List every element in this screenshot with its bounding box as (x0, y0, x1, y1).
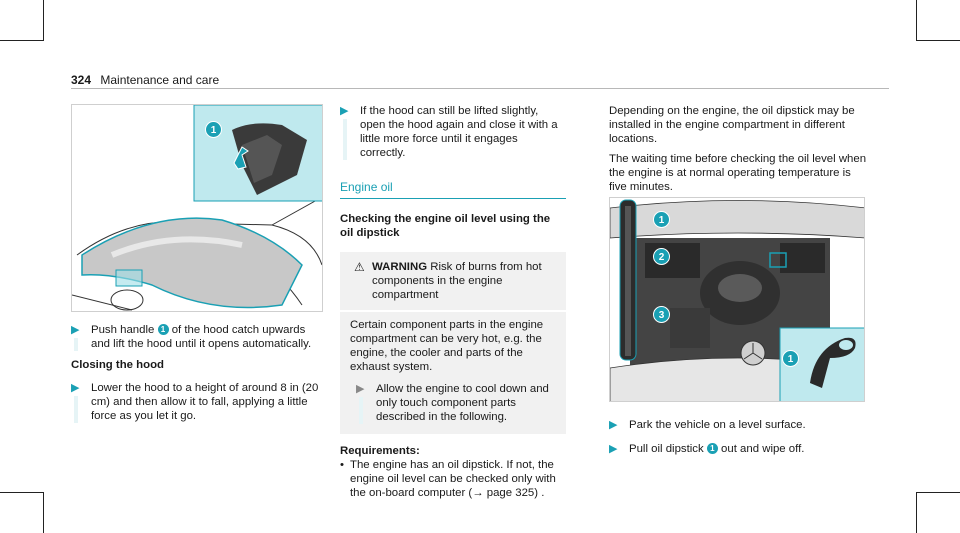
callout-marker: 1 (653, 211, 670, 228)
waiting-time-text: The waiting time before checking the oil… (609, 153, 867, 193)
left-column: ▶ Push handle 1 of the hood catch upward… (71, 323, 323, 423)
step-text: Push handle (91, 324, 155, 336)
engine-illustration: 1 2 3 1 (609, 197, 865, 402)
callout-marker: 3 (653, 306, 670, 323)
warning-label: WARNING (372, 261, 428, 273)
hood-illustration: 1 (71, 104, 323, 312)
crop-mark (916, 40, 960, 41)
step-arrow-icon: ▶ (356, 383, 365, 395)
step-arrow-icon: ▶ (71, 324, 80, 336)
bullet-dot-icon: • (340, 459, 344, 471)
step-pull-dipstick: ▶ Pull oil dipstick 1 out and wipe off. (609, 442, 869, 456)
step-text: Lower the hood to a height of around 8 i… (91, 382, 319, 422)
requirement-text: The engine has an oil dipstick. If not, … (350, 459, 556, 499)
warning-separator (340, 310, 566, 312)
closing-heading: Closing the hood (71, 359, 165, 371)
callout-icon: 1 (157, 324, 169, 335)
crop-mark (43, 492, 44, 533)
engine-oil-section: Engine oil (340, 180, 566, 199)
right-column-steps: ▶ Park the vehicle on a level surface. ▶… (609, 418, 869, 456)
warning-body: Certain component parts in the engine co… (350, 319, 544, 373)
middle-column: ▶ If the hood can still be lifted slight… (340, 104, 566, 500)
step-text: If the hood can still be lifted slightly… (360, 105, 558, 159)
step-text: out and wipe off. (721, 443, 805, 455)
step-arrow-icon: ▶ (609, 419, 618, 431)
warning-title: Risk of burns from hot components in the… (372, 261, 542, 301)
engine-drawing (610, 198, 864, 401)
warning-header: ⚠ WARNING Risk of burns from hot compone… (350, 260, 556, 302)
step-park: ▶ Park the vehicle on a level surface. (609, 418, 869, 432)
step-arrow-icon: ▶ (340, 105, 349, 117)
hood-drawing (72, 105, 322, 311)
header-rule (71, 88, 889, 89)
requirement-item: • The engine has an oil dipstick. If not… (340, 458, 566, 500)
step-arrow-icon: ▶ (609, 443, 618, 455)
warning-step: ▶ Allow the engine to cool down and only… (356, 382, 556, 424)
page-number: 324 (71, 73, 92, 87)
dipstick-location-text: Depending on the engine, the oil dipstic… (609, 105, 855, 145)
crop-mark (43, 0, 44, 41)
section-rule (340, 198, 566, 199)
crop-mark (0, 40, 44, 41)
warning-box: ⚠ WARNING Risk of burns from hot compone… (340, 252, 566, 434)
step-text: Allow the engine to cool down and only t… (376, 383, 549, 423)
step-bar (359, 397, 363, 424)
step-text: Park the vehicle on a level surface. (629, 419, 806, 431)
subheading: Checking the engine oil level using the … (340, 213, 551, 239)
step-bar (74, 338, 78, 351)
step-close-again: ▶ If the hood can still be lifted slight… (340, 104, 566, 160)
callout-marker: 1 (205, 121, 222, 138)
callout-marker: 2 (653, 248, 670, 265)
crop-mark (916, 492, 960, 493)
callout-icon: 1 (706, 443, 718, 454)
step-bar (343, 119, 347, 160)
requirements-label: Requirements: (340, 445, 420, 457)
page-header: 324 Maintenance and care (71, 73, 219, 87)
step-text: of the hood catch upwards and lift the h… (91, 324, 312, 350)
right-column: Depending on the engine, the oil dipstic… (609, 104, 869, 194)
step-push-handle: ▶ Push handle 1 of the hood catch upward… (71, 323, 323, 351)
step-bar (74, 396, 78, 423)
step-text: Pull oil dipstick (629, 443, 704, 455)
crop-mark (0, 492, 44, 493)
callout-marker: 1 (782, 350, 799, 367)
step-lower-hood: ▶ Lower the hood to a height of around 8… (71, 381, 323, 423)
crop-mark (916, 492, 917, 533)
crop-mark (916, 0, 917, 41)
section-title: Engine oil (340, 180, 393, 194)
warning-triangle-icon: ⚠ (354, 260, 365, 274)
section-name: Maintenance and care (100, 73, 220, 87)
step-arrow-icon: ▶ (71, 382, 80, 394)
